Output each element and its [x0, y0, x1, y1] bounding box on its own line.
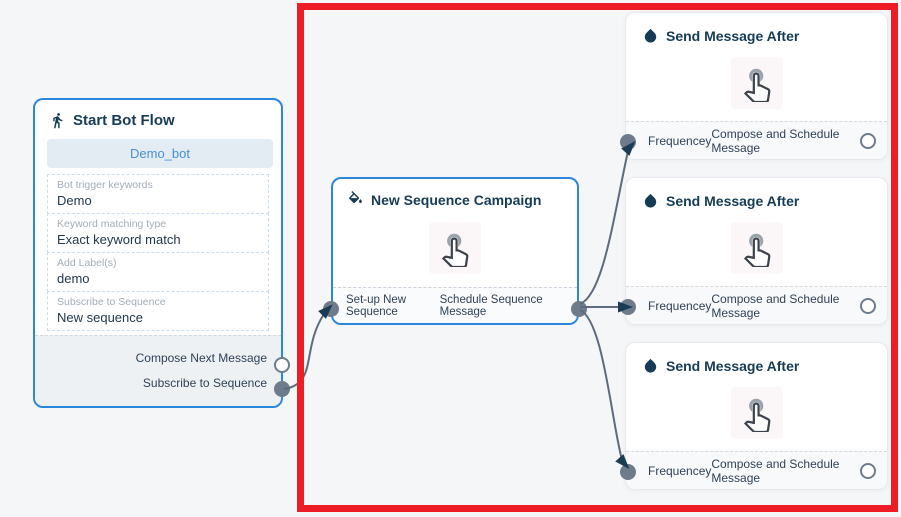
input-port[interactable] — [620, 299, 636, 315]
field-subscribe-to-sequence[interactable]: Subscribe to Sequence New sequence — [47, 291, 269, 331]
field-value: New sequence — [57, 310, 143, 325]
footer-frequencey[interactable]: Frequencey — [648, 463, 712, 478]
field-label: Keyword matching type — [57, 218, 167, 230]
hand-pointer-icon[interactable] — [730, 56, 783, 109]
node-body — [626, 374, 887, 451]
output-compose-next-message: Compose Next Message — [135, 351, 267, 365]
node-outputs-footer: Compose Next Message Subscribe to Sequen… — [35, 335, 281, 406]
output-port[interactable] — [571, 301, 587, 317]
footer-compose-and-schedule-message[interactable]: Compose and Schedule Message — [711, 126, 840, 155]
node-header: New Sequence Campaign — [333, 179, 577, 208]
hand-pointer-icon[interactable] — [429, 221, 481, 274]
footer-set-up-new-sequence[interactable]: Set-up New Sequence — [346, 293, 407, 318]
node-title: Send Message After — [666, 357, 800, 374]
footer-compose-and-schedule-message[interactable]: Compose and Schedule Message — [711, 291, 840, 320]
node-title: Send Message After — [666, 27, 800, 44]
footer-frequencey[interactable]: Frequencey — [648, 298, 712, 313]
input-port[interactable] — [323, 301, 339, 317]
output-subscribe-to-sequence: Subscribe to Sequence — [142, 376, 267, 390]
node-title: Start Bot Flow — [73, 112, 175, 129]
field-value: demo — [57, 271, 90, 286]
node-title: Send Message After — [666, 192, 800, 209]
walking-person-icon — [53, 113, 63, 129]
field-keyword-matching-type[interactable]: Keyword matching type Exact keyword matc… — [47, 213, 269, 253]
footer-compose-and-schedule-message[interactable]: Compose and Schedule Message — [711, 456, 840, 485]
node-send-message-after-2[interactable]: Send Message After Frequencey Compose an… — [620, 177, 888, 325]
water-drop-icon — [644, 358, 657, 373]
output-port-compose[interactable] — [860, 132, 876, 149]
node-send-message-after-1[interactable]: Send Message After Frequencey Compose an… — [620, 12, 888, 160]
node-body — [626, 44, 887, 121]
node-body — [626, 209, 887, 286]
wire-start-to-campaign — [283, 313, 325, 390]
hand-pointer-icon[interactable] — [730, 386, 783, 439]
node-send-message-after-3[interactable]: Send Message After Frequencey Compose an… — [620, 342, 888, 490]
node-footer: Frequencey Compose and Schedule Message — [626, 451, 887, 489]
hand-pointer-icon[interactable] — [730, 221, 783, 274]
node-body — [333, 208, 577, 287]
wire-campaign-to-send-3 — [579, 309, 623, 461]
output-port-compose[interactable] — [860, 297, 876, 314]
wire-campaign-to-send-1 — [579, 150, 629, 305]
node-header: Send Message After — [626, 343, 887, 374]
output-port-compose[interactable] — [860, 462, 876, 479]
field-add-labels[interactable]: Add Label(s) demo — [47, 252, 269, 292]
field-label: Bot trigger keywords — [57, 179, 153, 191]
output-port-compose-next-message[interactable] — [274, 357, 290, 373]
field-label: Add Label(s) — [57, 257, 117, 269]
node-header: Start Bot Flow — [35, 100, 281, 137]
node-footer: Frequencey Compose and Schedule Message — [626, 121, 887, 159]
field-value: Demo — [57, 193, 92, 208]
field-label: Subscribe to Sequence — [57, 296, 166, 308]
node-footer: Frequencey Compose and Schedule Message — [626, 286, 887, 324]
water-drop-icon — [644, 193, 657, 208]
input-port[interactable] — [620, 464, 636, 480]
node-title: New Sequence Campaign — [371, 191, 542, 208]
bot-name-button[interactable]: Demo_bot — [47, 139, 273, 168]
input-port[interactable] — [620, 134, 636, 150]
node-header: Send Message After — [626, 13, 887, 44]
footer-schedule-sequence-message[interactable]: Schedule Sequence Message — [439, 293, 543, 318]
field-list: Bot trigger keywords Demo Keyword matchi… — [47, 174, 269, 331]
field-value: Exact keyword match — [57, 232, 181, 247]
field-bot-trigger-keywords[interactable]: Bot trigger keywords Demo — [47, 174, 269, 214]
node-new-sequence-campaign[interactable]: New Sequence Campaign Set-up New Sequenc… — [323, 177, 587, 325]
paint-bucket-icon — [349, 191, 362, 204]
water-drop-icon — [644, 28, 657, 43]
footer-frequencey[interactable]: Frequencey — [648, 133, 712, 148]
node-start-bot-flow[interactable]: Start Bot Flow Demo_bot Bot trigger keyw… — [33, 98, 290, 408]
output-port-subscribe-to-sequence[interactable] — [274, 381, 290, 397]
node-footer: Set-up New Sequence Schedule Sequence Me… — [333, 287, 577, 323]
node-header: Send Message After — [626, 178, 887, 209]
